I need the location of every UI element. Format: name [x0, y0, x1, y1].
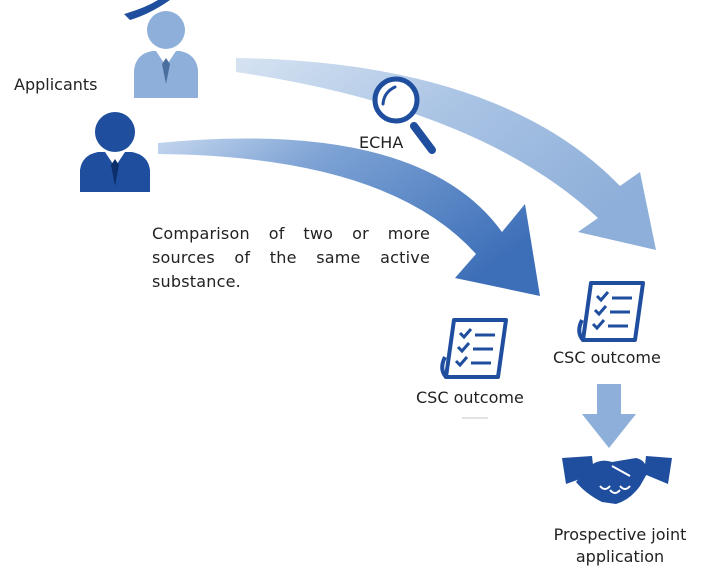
joint-application-label: Prospective joint application — [553, 525, 687, 566]
curved-arrow-to-right-outcome — [236, 58, 656, 250]
decorative-arc — [124, 0, 170, 20]
magnifying-glass-icon — [372, 76, 436, 154]
applicant-dark-person-icon — [80, 112, 150, 192]
applicant-light-person-icon — [134, 11, 198, 98]
curved-arrow-to-left-outcome — [158, 138, 540, 296]
checklist-document-right-icon — [577, 281, 645, 342]
csc-outcome-left-label: CSC outcome — [416, 388, 524, 407]
handshake-icon — [562, 456, 672, 504]
down-arrow-icon — [582, 384, 636, 448]
applicants-label: Applicants — [14, 75, 98, 94]
csc-outcome-right-label: CSC outcome — [553, 348, 661, 367]
echa-label: ECHA — [359, 133, 404, 152]
checklist-document-left-icon — [440, 318, 508, 379]
comparison-description: Comparison of two or more sources of the… — [152, 224, 430, 291]
